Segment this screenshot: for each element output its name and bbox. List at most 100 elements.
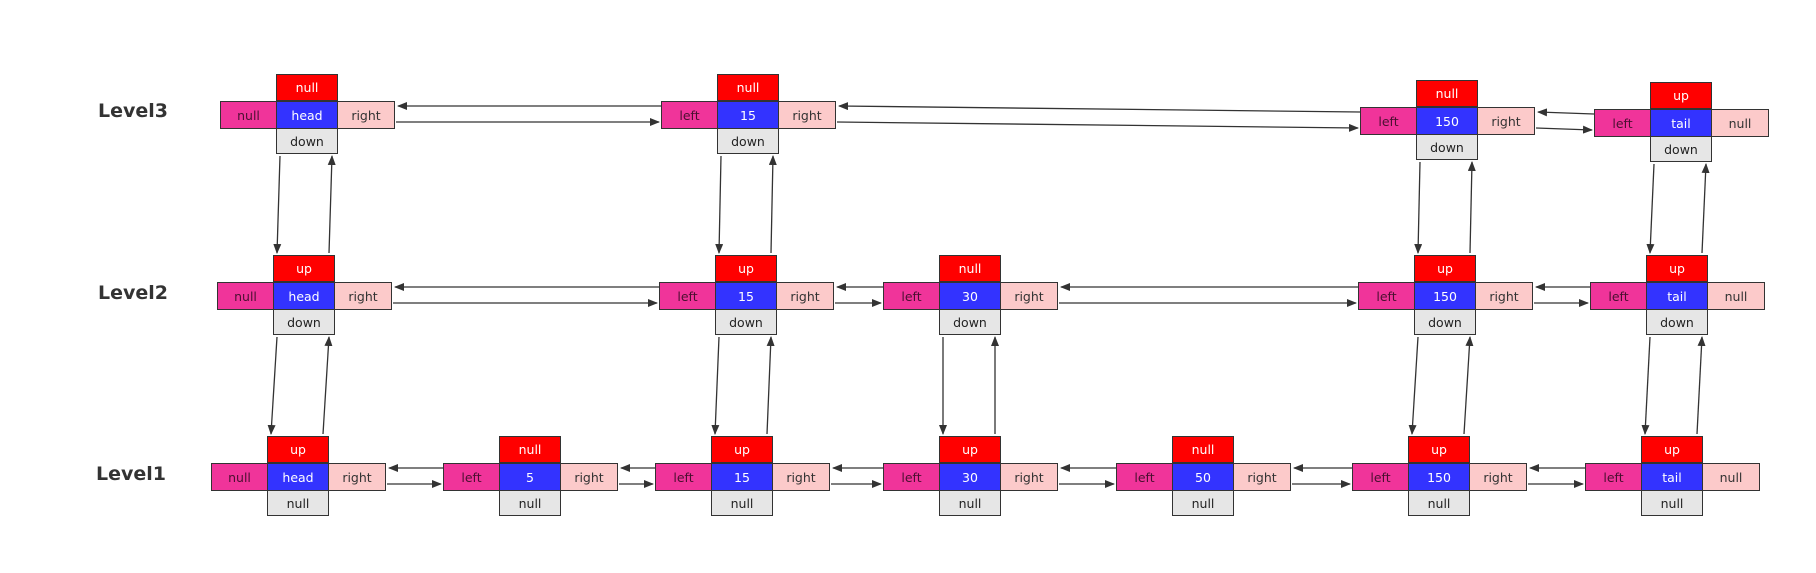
down-pointer-arrow xyxy=(1646,163,1655,254)
up-pointer-arrow xyxy=(1467,161,1476,254)
down-pointer-cell: null xyxy=(939,490,1001,516)
up-pointer-cell: up xyxy=(273,255,335,282)
value-cell: 15 xyxy=(711,463,773,491)
down-pointer-cell: null xyxy=(1408,490,1470,516)
up-pointer-cell: up xyxy=(267,436,329,463)
up-pointer-cell: up xyxy=(1646,255,1708,282)
right-pointer-cell: right xyxy=(1475,282,1533,310)
left-pointer-cell: null xyxy=(220,101,277,129)
prev-pointer-arrow xyxy=(838,102,1361,113)
value-cell: head xyxy=(267,463,329,491)
right-pointer-cell: right xyxy=(1469,463,1527,491)
value-cell: 30 xyxy=(939,282,1001,310)
value-cell: tail xyxy=(1650,109,1712,137)
level-label-3: Level3 xyxy=(98,100,168,122)
right-pointer-cell: right xyxy=(337,101,395,129)
left-pointer-cell: left xyxy=(1360,107,1417,135)
up-pointer-cell: up xyxy=(711,436,773,463)
right-pointer-cell: right xyxy=(1000,282,1058,310)
right-pointer-cell: right xyxy=(328,463,386,491)
value-cell: 150 xyxy=(1416,107,1478,135)
left-pointer-cell: null xyxy=(211,463,268,491)
left-pointer-cell: left xyxy=(1358,282,1415,310)
up-pointer-arrow xyxy=(1701,163,1710,254)
down-pointer-arrow xyxy=(711,336,720,435)
value-cell: 5 xyxy=(499,463,561,491)
down-pointer-arrow xyxy=(1414,161,1423,254)
up-pointer-cell: up xyxy=(939,436,1001,463)
left-pointer-cell: left xyxy=(1594,109,1651,137)
down-pointer-arrow xyxy=(273,155,282,254)
up-pointer-cell: null xyxy=(1172,436,1234,463)
right-pointer-cell: right xyxy=(776,282,834,310)
down-pointer-arrow xyxy=(1408,336,1419,435)
up-pointer-arrow xyxy=(1696,336,1706,435)
value-cell: 150 xyxy=(1408,463,1470,491)
left-pointer-cell: left xyxy=(883,282,940,310)
up-pointer-cell: null xyxy=(499,436,561,463)
down-pointer-cell: down xyxy=(1646,309,1708,335)
value-cell: head xyxy=(273,282,335,310)
left-pointer-cell: left xyxy=(1590,282,1647,310)
up-pointer-arrow xyxy=(766,336,775,435)
down-pointer-arrow xyxy=(1641,336,1651,435)
down-pointer-cell: down xyxy=(1416,134,1478,160)
left-pointer-cell: left xyxy=(1352,463,1409,491)
left-pointer-cell: left xyxy=(659,282,716,310)
up-pointer-cell: up xyxy=(715,255,777,282)
up-pointer-arrow xyxy=(1463,336,1474,435)
next-pointer-arrow xyxy=(1535,125,1593,134)
value-cell: head xyxy=(276,101,338,129)
down-pointer-cell: down xyxy=(715,309,777,335)
up-pointer-cell: null xyxy=(939,255,1001,282)
down-pointer-cell: down xyxy=(717,128,779,154)
right-pointer-cell: right xyxy=(1477,107,1535,135)
down-pointer-cell: null xyxy=(267,490,329,516)
left-pointer-cell: left xyxy=(1585,463,1642,491)
left-pointer-cell: left xyxy=(661,101,718,129)
down-pointer-arrow xyxy=(267,336,278,435)
down-pointer-cell: null xyxy=(1172,490,1234,516)
up-pointer-arrow xyxy=(327,155,336,254)
left-pointer-cell: left xyxy=(655,463,712,491)
level-label-2: Level2 xyxy=(98,282,168,304)
down-pointer-cell: null xyxy=(1641,490,1703,516)
up-pointer-cell: up xyxy=(1414,255,1476,282)
up-pointer-cell: null xyxy=(276,74,338,101)
up-pointer-cell: up xyxy=(1650,82,1712,109)
left-pointer-cell: null xyxy=(217,282,274,310)
value-cell: 15 xyxy=(717,101,779,129)
down-pointer-cell: down xyxy=(276,128,338,154)
down-pointer-cell: down xyxy=(939,309,1001,335)
next-pointer-arrow xyxy=(836,121,1359,132)
right-pointer-cell: right xyxy=(778,101,836,129)
value-cell: 150 xyxy=(1414,282,1476,310)
right-pointer-cell: right xyxy=(1233,463,1291,491)
down-pointer-cell: null xyxy=(499,490,561,516)
value-cell: 30 xyxy=(939,463,1001,491)
level-label-1: Level1 xyxy=(96,463,166,485)
down-pointer-arrow xyxy=(715,155,724,254)
right-pointer-cell: right xyxy=(772,463,830,491)
left-pointer-cell: left xyxy=(883,463,940,491)
left-pointer-cell: left xyxy=(1116,463,1173,491)
right-pointer-cell: null xyxy=(1702,463,1760,491)
down-pointer-cell: down xyxy=(273,309,335,335)
